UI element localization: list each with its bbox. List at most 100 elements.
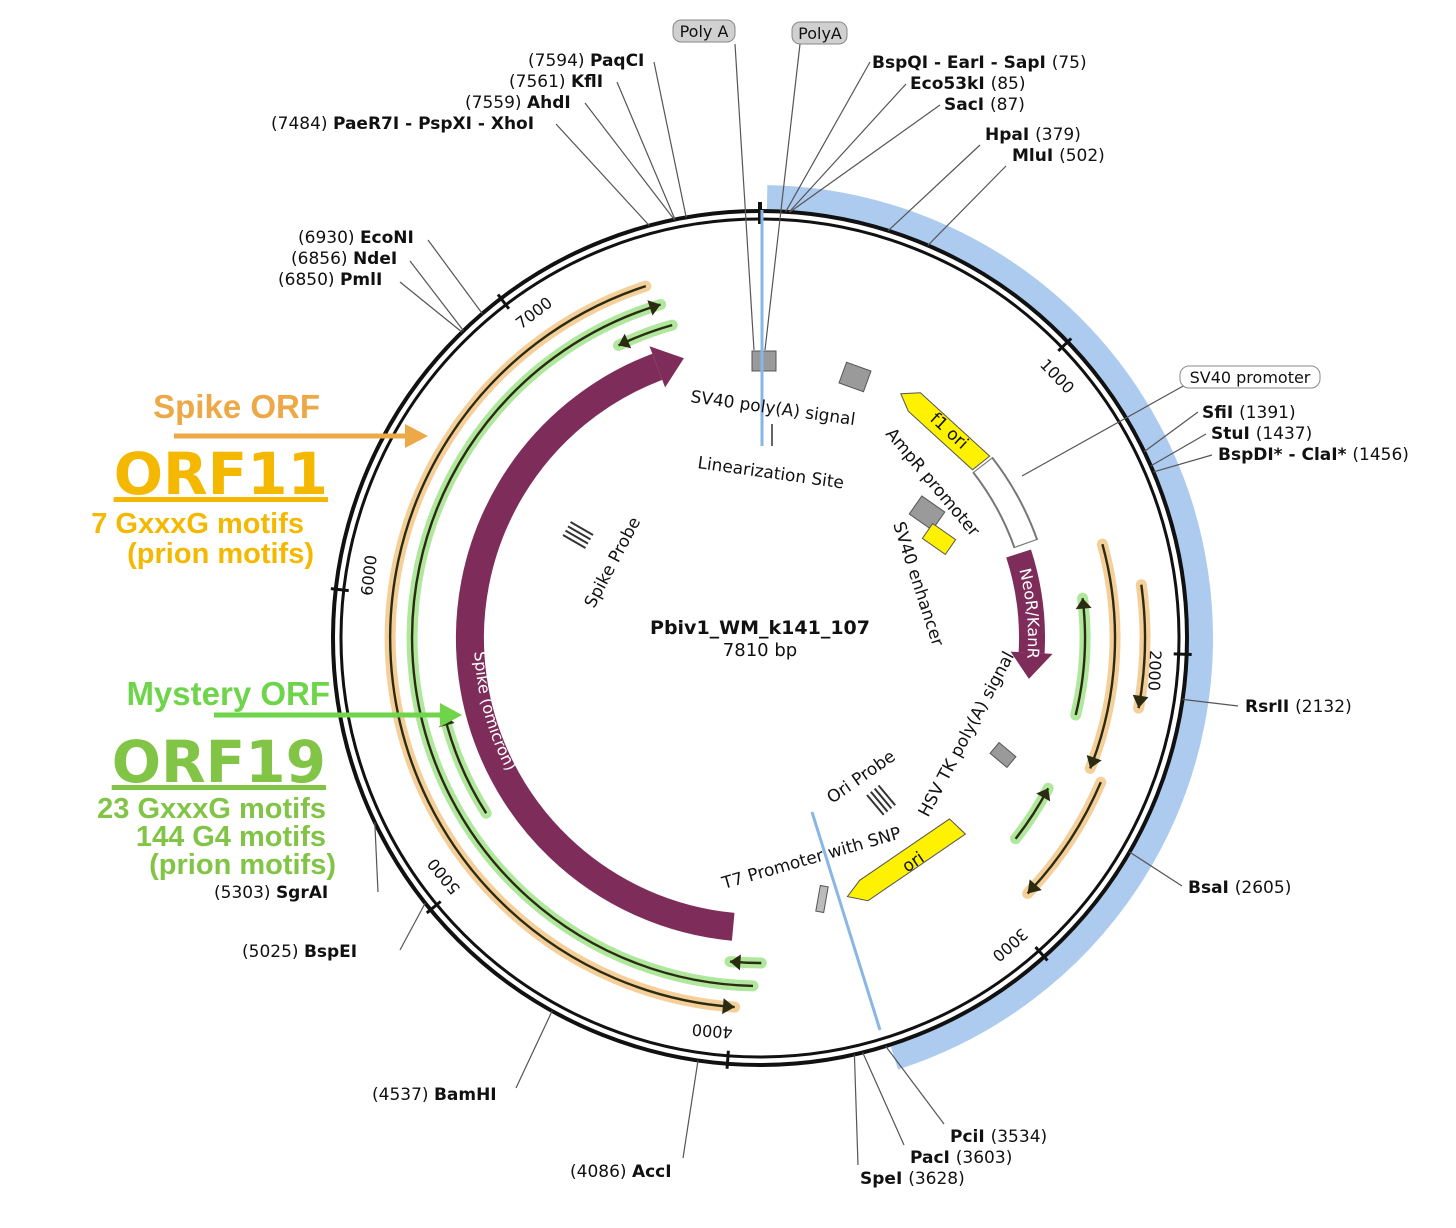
site-leader-line <box>1143 411 1199 453</box>
restriction-site-label: (7484) PaeR7I - PspXI - XhoI <box>271 114 534 134</box>
mystery-orf-motifs-note: (prion motifs) <box>149 849 336 881</box>
svg-text:Poly A: Poly A <box>680 22 729 41</box>
hsv-tk-polya-label: HSV TK poly(A) signal <box>915 648 1019 820</box>
green-arc-small-bottom-arrowhead <box>730 954 741 971</box>
restriction-site-label: (6930) EcoNI <box>298 228 414 248</box>
tick-label: 7000 <box>512 293 556 333</box>
polya-leader-2 <box>764 43 801 351</box>
tick-label: 3000 <box>989 924 1032 965</box>
site-leader-line <box>927 165 1007 246</box>
callout-polya: PolyA <box>791 21 848 45</box>
ori-probe-label: Ori Probe <box>823 747 899 809</box>
sv40-polya-signal-label: SV40 poly(A) signal <box>689 387 856 430</box>
spike-orf-pointer-head <box>405 424 428 448</box>
spike-orf-arc <box>388 284 735 1009</box>
orange-arc-right-1 <box>1089 543 1117 769</box>
spike-orf-arc-glow <box>384 280 741 1013</box>
site-leader-line <box>785 61 871 213</box>
spike-probe-mark <box>562 521 594 549</box>
restriction-site-label: (7561) KflI <box>509 72 603 92</box>
site-leader-line <box>1129 851 1183 887</box>
spike-orf-number: ORF11 <box>113 440 328 508</box>
site-leader-line <box>1150 433 1207 467</box>
plasmid-name: Pbiv1_WM_k141_107 <box>650 617 870 639</box>
site-leader-line <box>616 81 676 220</box>
restriction-site-label: PciI (3534) <box>950 1127 1047 1147</box>
orf-arcs <box>384 280 1151 1015</box>
site-leader-line <box>789 104 941 213</box>
restriction-site-label: (7559) AhdI <box>465 93 571 113</box>
site-leader-line <box>862 1052 905 1146</box>
hsv-tk-polya-box <box>989 741 1017 769</box>
site-leader-line <box>1153 454 1213 473</box>
site-leader-line <box>853 1054 859 1166</box>
spike-orf-motifs-note: (prion motifs) <box>127 538 314 570</box>
tick-label: 6000 <box>357 554 381 597</box>
restriction-site-label: SpeI (3628) <box>860 1169 965 1189</box>
callout-sv40-promoter: SV40 promoter <box>1179 365 1321 389</box>
sv40-enhancer-grey-box <box>908 495 946 531</box>
restriction-site-label: RsrII (2132) <box>1245 697 1352 717</box>
ori-arrow <box>846 818 967 902</box>
restriction-site-label: SfiI (1391) <box>1202 403 1296 423</box>
t7-promoter-box <box>815 884 829 914</box>
restriction-site-label: Eco53kI (85) <box>910 74 1025 94</box>
orange-arc-right-3-arrowhead <box>1027 879 1042 894</box>
site-leader-line <box>653 61 687 218</box>
tick-mark <box>425 900 442 915</box>
green-arc-small-top-arrowhead <box>618 333 632 349</box>
restriction-site-label: (6856) NdeI <box>291 249 397 269</box>
site-leader-line <box>427 239 483 314</box>
svg-text:PolyA: PolyA <box>798 24 842 43</box>
site-leader-line <box>399 281 463 333</box>
restriction-site-label: HpaI (379) <box>985 125 1081 145</box>
spike-probe-label: Spike Probe <box>581 514 645 611</box>
site-leader-line <box>1182 698 1239 707</box>
highlight-region <box>766 185 1213 1070</box>
restriction-site-label: (4537) BamHI <box>372 1085 497 1105</box>
tick-mark <box>1057 337 1073 352</box>
tick-mark <box>1034 946 1049 962</box>
tick-mark <box>725 1050 730 1069</box>
site-leader-line <box>887 144 981 232</box>
linearization-site-label: Linearization Site <box>696 453 845 493</box>
site-leader-line <box>399 902 426 951</box>
f1-ori-arrow <box>900 392 991 471</box>
restriction-site-label: PacI (3603) <box>910 1148 1012 1168</box>
restriction-site-label: (4086) AccI <box>570 1162 672 1182</box>
orange-arc-right-2-arrowhead <box>1132 694 1149 709</box>
site-leader-line <box>515 1010 553 1089</box>
callout-poly-a: Poly A <box>672 19 736 43</box>
polya-leader-1 <box>734 43 755 351</box>
restriction-site-label: SacI (87) <box>944 95 1025 115</box>
f1-ori-grey-box <box>838 361 872 393</box>
mystery-orf-arc-arrowhead <box>647 300 661 316</box>
spike-feature-arc <box>455 353 735 941</box>
spike-feature-arrowhead <box>649 346 684 388</box>
spike-orf-arc-arrowhead <box>722 998 735 1015</box>
restriction-site-label: (6850) PmlI <box>278 270 382 290</box>
site-leader-line <box>555 123 650 227</box>
mystery-orf-g4-motifs: 144 G4 motifs <box>135 821 326 853</box>
site-leader-line <box>584 102 675 221</box>
restriction-site-label: StuI (1437) <box>1211 424 1312 444</box>
site-leader-line <box>885 1045 945 1125</box>
ori-probe-mark <box>866 784 896 816</box>
tick-mark <box>496 293 511 310</box>
mystery-orf-arc <box>410 303 754 988</box>
tick-label: 5000 <box>423 855 464 899</box>
restriction-sites: BspQI - EarI - SapI (75)Eco53kI (85)SacI… <box>214 51 1409 1189</box>
restriction-site-label: MluI (502) <box>1012 146 1105 166</box>
spike-orf-motifs: 7 GxxxG motifs <box>91 508 304 540</box>
restriction-site-label: BspDI* - ClaI* (1456) <box>1218 445 1409 465</box>
restriction-site-label: BsaI (2605) <box>1188 878 1291 898</box>
restriction-site-label: (5025) BspEI <box>242 942 357 962</box>
spike-orf-title: Spike ORF <box>153 388 320 425</box>
blue-boundary-line <box>810 811 882 1031</box>
restriction-site-label: (5303) SgrAI <box>214 883 328 903</box>
orange-arc-right-1-arrowhead <box>1086 755 1102 769</box>
plasmid-length: 7810 bp <box>723 640 797 661</box>
site-leader-line <box>374 822 379 893</box>
neor-kanr-arrowhead <box>1010 651 1053 679</box>
sv40-promoter-leader <box>1021 384 1186 477</box>
